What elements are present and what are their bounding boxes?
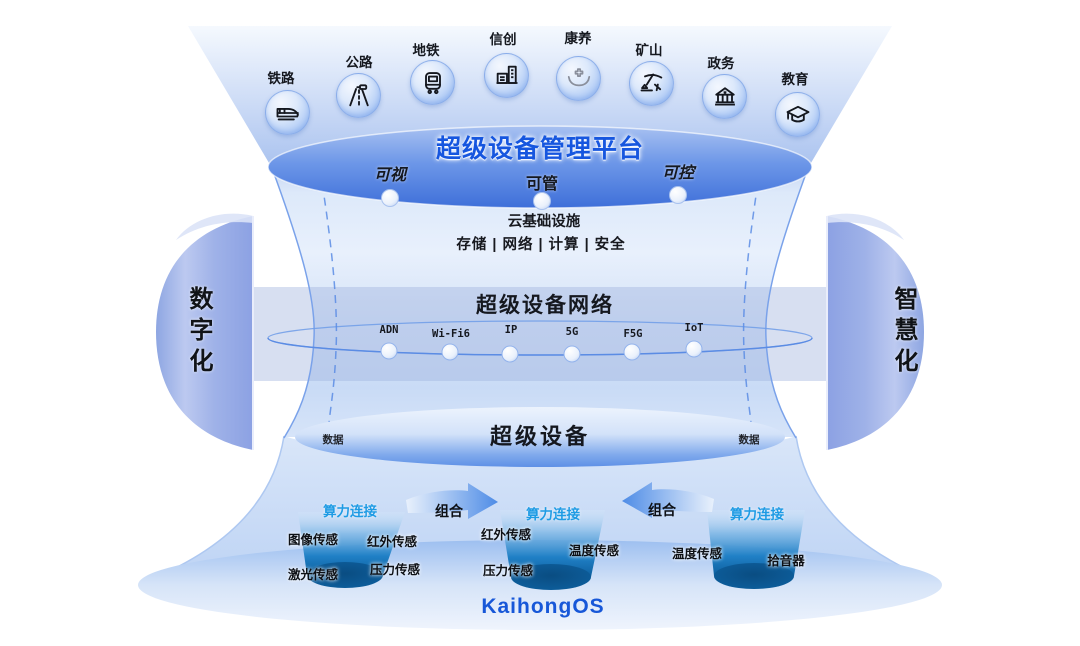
protocol-adn: ADN [379,324,399,336]
pillar-intelligence: 智慧化 [890,286,917,379]
combine-arrow-right-icon [406,483,498,519]
capability-manageable: 可管 [525,174,559,193]
government-icon [702,74,747,119]
capability-nodes [381,186,687,210]
protocol-ip: IP [504,324,518,336]
dashed-flow-right [742,169,761,431]
right-pillar-shape [826,213,924,450]
education-cap-icon [775,92,820,137]
health-hands-icon [556,56,601,101]
hourglass-body [272,166,808,437]
road-icon [336,73,381,118]
sensor-image: 图像传感 [287,533,339,547]
sensor-pressure-1: 压力传感 [369,563,421,577]
sensor-microphone: 拾音器 [767,554,805,568]
network-band [253,287,827,381]
industry-label-railway: 铁路 [267,71,295,86]
cloud-infra-services: 存储 | 网络 | 计算 | 安全 [456,237,626,253]
protocol-5g: 5G [565,326,579,338]
sensor-pressure-2: 压力传感 [482,564,534,578]
industry-label-xinchuang: 信创 [489,32,517,47]
network-title: 超级设备网络 [476,294,614,317]
industry-label-health: 康养 [564,31,592,46]
capability-controllable: 可控 [661,163,695,182]
top-funnel-shape [188,26,892,168]
body-right-edge [765,167,809,439]
sensor-infrared-1: 红外传感 [366,535,418,549]
industry-label-government: 政务 [707,56,735,71]
os-name: KaihongOS [481,595,605,618]
data-label-right: 数据 [738,434,760,446]
compute-bucket-1 [298,512,405,588]
compute-bucket-2 [500,510,605,590]
dashed-flow-left [319,169,338,431]
industry-label-education: 教育 [781,72,809,87]
protocol-iot: IoT [684,322,704,334]
data-label-left: 数据 [322,434,344,446]
it-building-icon [484,53,529,98]
combine-label-left: 组合 [435,503,463,519]
node-line [267,337,813,356]
industry-label-highway: 公路 [345,55,373,70]
train-icon [265,90,310,135]
industry-label-metro: 地铁 [412,43,440,58]
protocol-wifi6: Wi-Fi6 [432,328,470,340]
device-layer-ellipse [295,407,785,467]
industry-label-mining: 矿山 [635,43,663,58]
pillar-digitalization: 数字化 [185,286,212,379]
protocol-f5g: F5G [623,328,643,340]
body-left-edge [271,167,315,439]
protocol-nodes [380,340,703,363]
bucket2-compute-label: 算力连接 [526,507,580,522]
metro-icon [410,60,455,105]
sensor-laser: 激光传感 [287,568,339,582]
cloud-infra-title: 云基础设施 [507,214,581,230]
compute-bucket-3 [707,510,805,589]
sensor-temperature-2: 温度传感 [671,547,723,561]
combine-label-right: 组合 [648,502,676,518]
left-pillar-shape [156,213,254,450]
device-layer-title: 超级设备 [489,424,591,449]
bucket1-compute-label: 算力连接 [323,504,377,519]
capability-visible: 可视 [373,165,407,184]
platform-title: 超级设备管理平台 [435,135,645,163]
mining-icon [629,61,674,106]
sensor-infrared-2: 红外传感 [480,528,532,542]
combine-arrow-left-icon [622,482,714,518]
bucket3-compute-label: 算力连接 [730,507,784,522]
sensor-temperature-1: 温度传感 [568,544,620,558]
